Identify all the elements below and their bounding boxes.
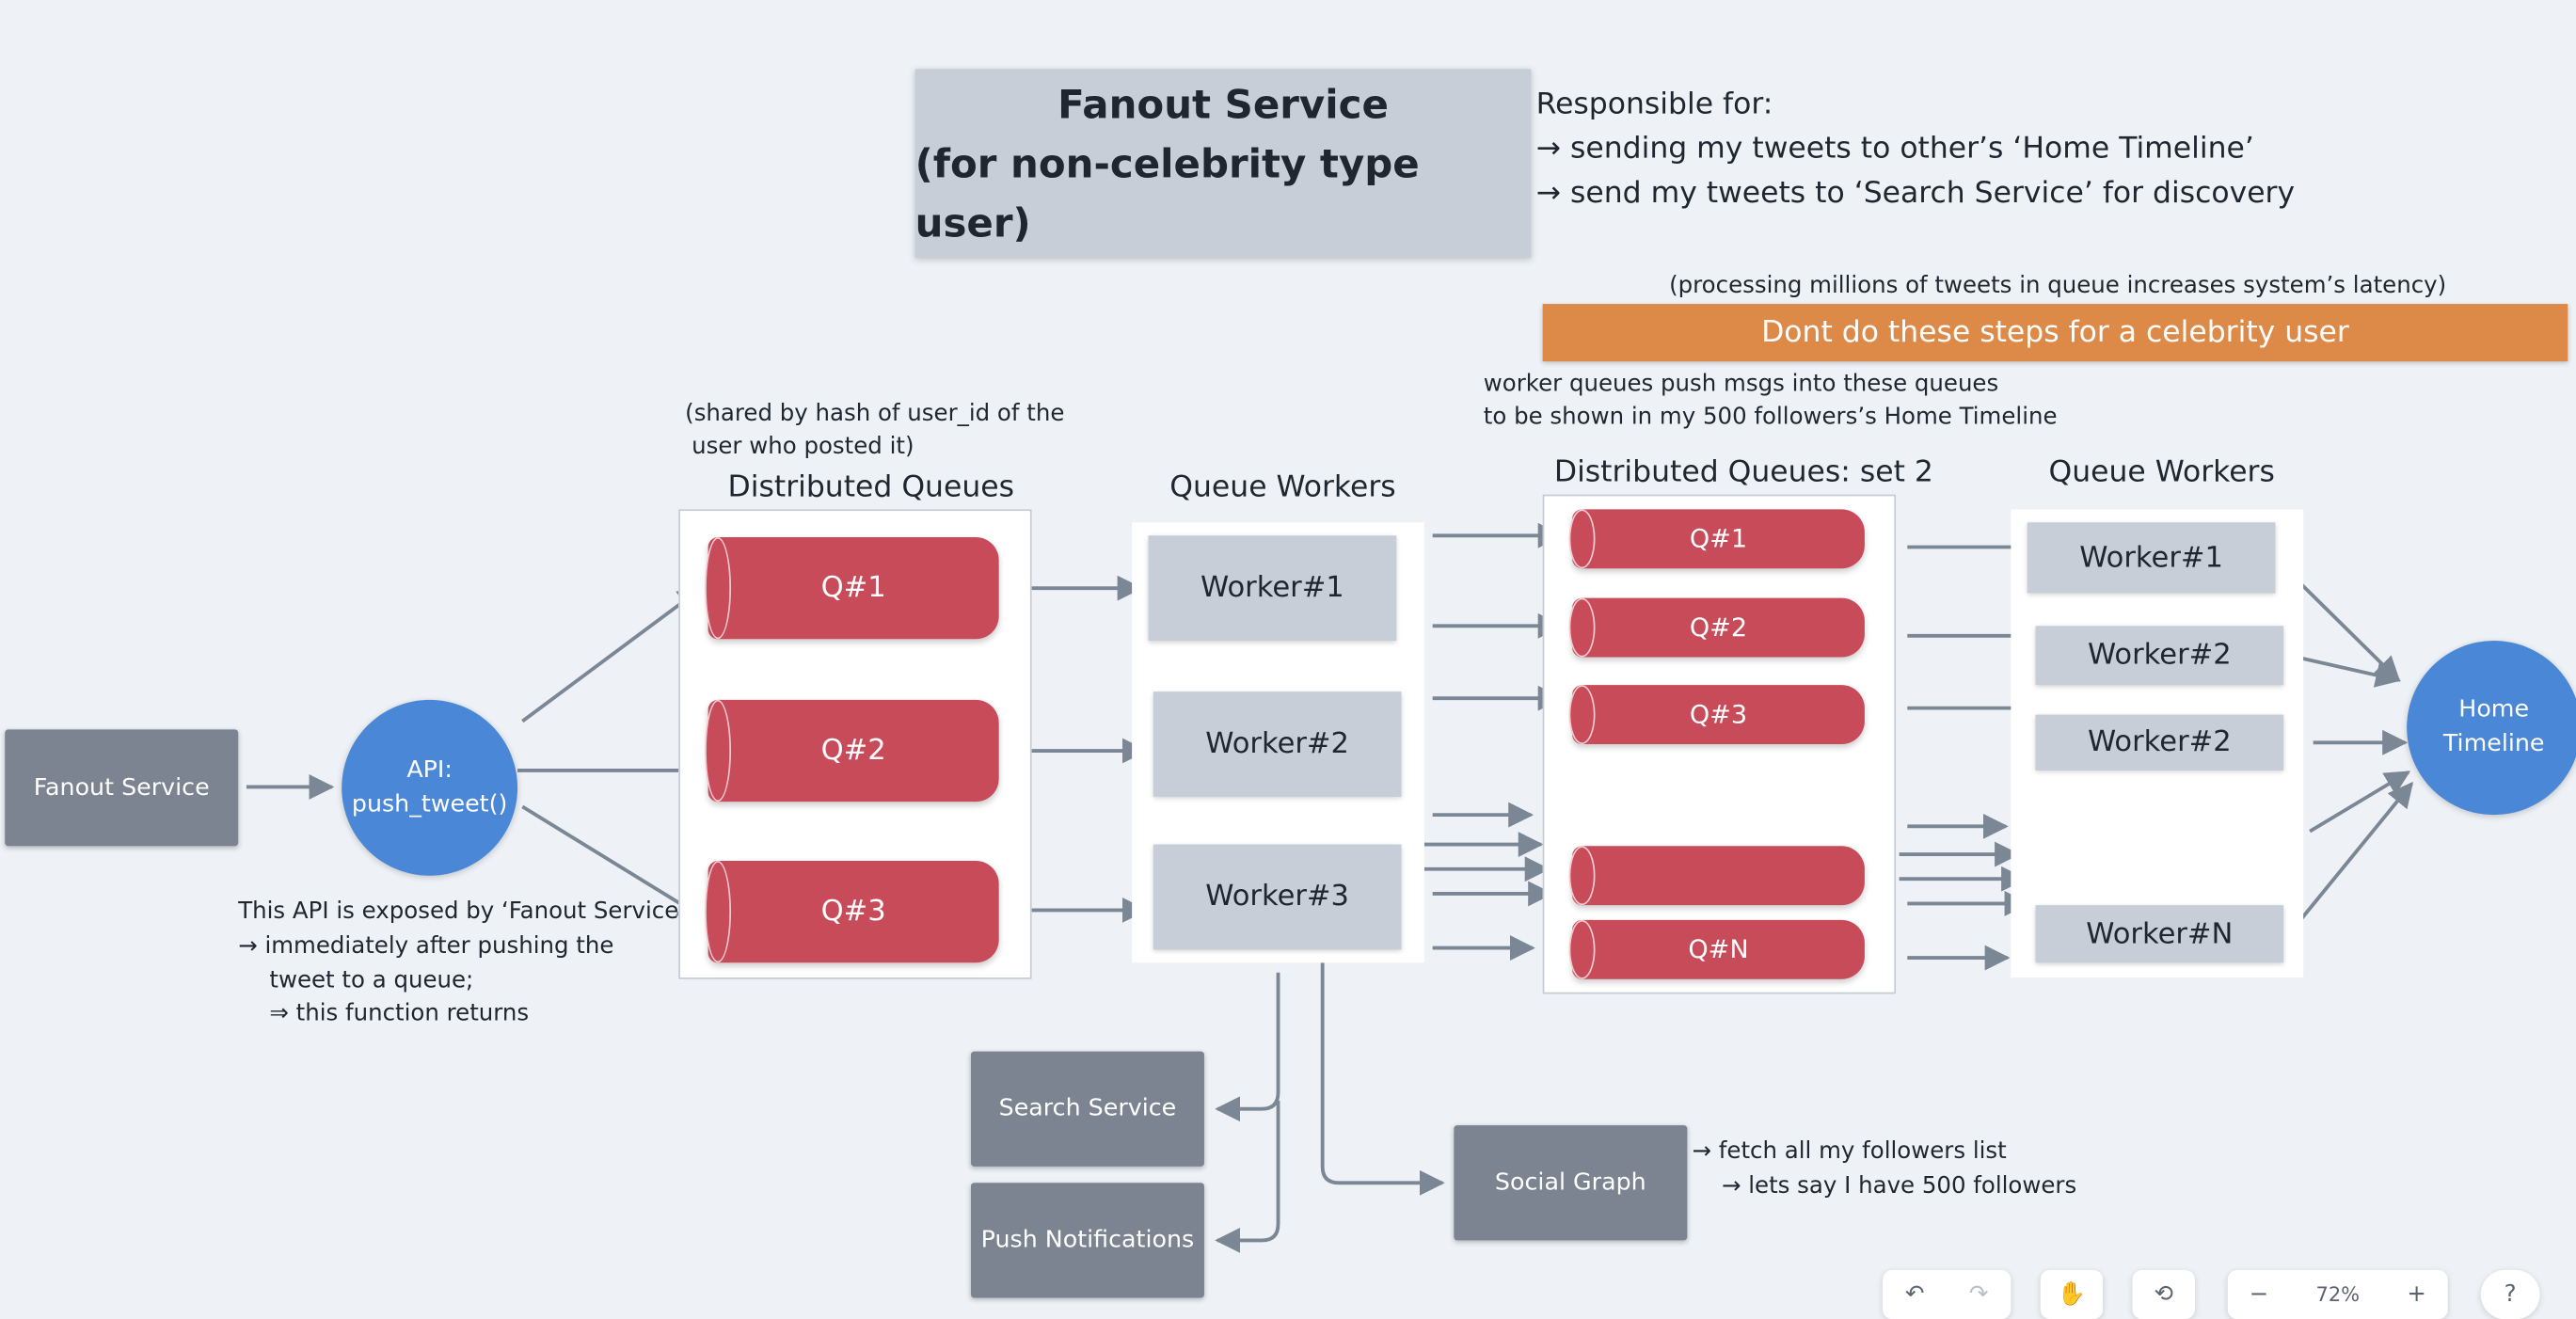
worker2-n-label: Worker#N <box>2086 917 2234 951</box>
title-line1: Fanout Service <box>1057 81 1389 128</box>
worker2-1[interactable]: Worker#1 <box>2027 522 2276 594</box>
queue2-q2-label: Q#2 <box>1689 612 1748 643</box>
home-timeline-line1: Home <box>2458 696 2530 723</box>
queue-q3[interactable]: Q#3 <box>705 861 999 963</box>
worker2-1-label: Worker#1 <box>2079 541 2223 575</box>
api-note-line2: → immediately after pushing the <box>238 932 614 960</box>
distributed-queues-2-title: Distributed Queues: set 2 <box>1553 454 1933 490</box>
zoom-controls: − 72% + <box>2227 1269 2448 1319</box>
zoom-level[interactable]: 72% <box>2315 1282 2361 1307</box>
queue-q2[interactable]: Q#2 <box>705 699 999 803</box>
queue2-q3[interactable]: Q#3 <box>1568 685 1865 745</box>
queue2-qn-label: Q#N <box>1688 934 1749 965</box>
api-note-line3: tweet to a queue; <box>269 967 474 994</box>
worker2-3-label: Worker#2 <box>2087 725 2232 759</box>
worker2-n[interactable]: Worker#N <box>2035 905 2284 963</box>
zoom-out-button[interactable]: − <box>2249 1281 2269 1308</box>
worker-1[interactable]: Worker#1 <box>1148 535 1397 642</box>
queue-workers-2-title: Queue Workers <box>2048 454 2275 490</box>
worker-1-label: Worker#1 <box>1201 571 1344 605</box>
distributed-queues-title: Distributed Queues <box>727 469 1014 505</box>
push-notifications-label: Push Notifications <box>980 1227 1195 1254</box>
redo-icon[interactable]: ↷ <box>1969 1281 1989 1308</box>
celebrity-warning-banner[interactable]: Dont do these steps for a celebrity user <box>1542 304 2568 362</box>
queue2-unlabeled[interactable] <box>1568 846 1865 906</box>
queue2-q2[interactable]: Q#2 <box>1568 597 1865 658</box>
undo-icon[interactable]: ↶ <box>1904 1281 1925 1308</box>
queue2-qn[interactable]: Q#N <box>1568 919 1865 979</box>
hand-tool-icon[interactable]: ✋ <box>2040 1269 2104 1319</box>
queue-q1[interactable]: Q#1 <box>705 537 999 640</box>
api-line2: push_tweet() <box>351 790 508 818</box>
worker-queue-note-line1: worker queues push msgs into these queue… <box>1483 371 1999 398</box>
worker-3-label: Worker#3 <box>1205 880 1349 914</box>
zoom-in-button[interactable]: + <box>2407 1281 2426 1308</box>
social-graph-label: Social Graph <box>1494 1169 1646 1197</box>
social-note-line2: → lets say I have 500 followers <box>1721 1172 2077 1200</box>
responsible-item-1: → sending my tweets to other’s ‘Home Tim… <box>1535 131 2254 167</box>
queue2-q1-label: Q#1 <box>1689 524 1748 554</box>
social-graph-box[interactable]: Social Graph <box>1454 1125 1688 1241</box>
queue-q3-label: Q#3 <box>820 895 886 929</box>
responsible-heading: Responsible for: <box>1535 87 1773 122</box>
undo-redo-group: ↶ ↷ <box>1883 1269 2012 1319</box>
title-box[interactable]: Fanout Service (for non-celebrity type u… <box>914 69 1532 259</box>
api-note-line1: This API is exposed by ‘Fanout Service’ <box>238 898 687 926</box>
api-line1: API: <box>406 756 453 784</box>
distributed-queues-2-panel <box>1542 494 1897 994</box>
api-push-tweet-node[interactable]: API: push_tweet() <box>342 699 518 876</box>
search-service-box[interactable]: Search Service <box>970 1051 1204 1167</box>
home-timeline-line2: Timeline <box>2442 731 2545 758</box>
title-line2: (for non-celebrity type user) <box>914 140 1420 246</box>
latency-note: (processing millions of tweets in queue … <box>1669 272 2447 299</box>
queue2-q3-label: Q#3 <box>1689 699 1748 730</box>
history-icon[interactable]: ⟲ <box>2132 1269 2195 1319</box>
worker2-2[interactable]: Worker#2 <box>2035 626 2284 686</box>
responsible-item-2: → send my tweets to ‘Search Service’ for… <box>1535 175 2296 211</box>
queue-q1-label: Q#1 <box>820 571 886 605</box>
fanout-service-label: Fanout Service <box>33 774 210 802</box>
queue2-q1[interactable]: Q#1 <box>1568 509 1865 569</box>
api-note-line4: ⇒ this function returns <box>269 1000 530 1027</box>
worker-queue-note-line2: to be shown in my 500 followers’s Home T… <box>1483 404 2058 431</box>
help-button[interactable]: ? <box>2480 1269 2540 1319</box>
fanout-service-box[interactable]: Fanout Service <box>5 729 239 847</box>
queue-workers-title: Queue Workers <box>1169 469 1396 505</box>
worker-2[interactable]: Worker#2 <box>1153 691 1402 797</box>
worker2-2-label: Worker#2 <box>2087 639 2232 673</box>
worker-2-label: Worker#2 <box>1205 727 1349 761</box>
shard-note-line2: user who posted it) <box>692 434 914 460</box>
celebrity-warning-text: Dont do these steps for a celebrity user <box>1761 315 2349 350</box>
shard-note-line1: (shared by hash of user_id of the <box>685 401 1065 428</box>
worker2-3[interactable]: Worker#2 <box>2035 714 2284 771</box>
queue-q2-label: Q#2 <box>820 734 886 768</box>
social-note-line1: → fetch all my followers list <box>1692 1138 2007 1166</box>
push-notifications-box[interactable]: Push Notifications <box>970 1183 1204 1298</box>
worker-3[interactable]: Worker#3 <box>1153 844 1402 950</box>
search-service-label: Search Service <box>998 1095 1177 1122</box>
